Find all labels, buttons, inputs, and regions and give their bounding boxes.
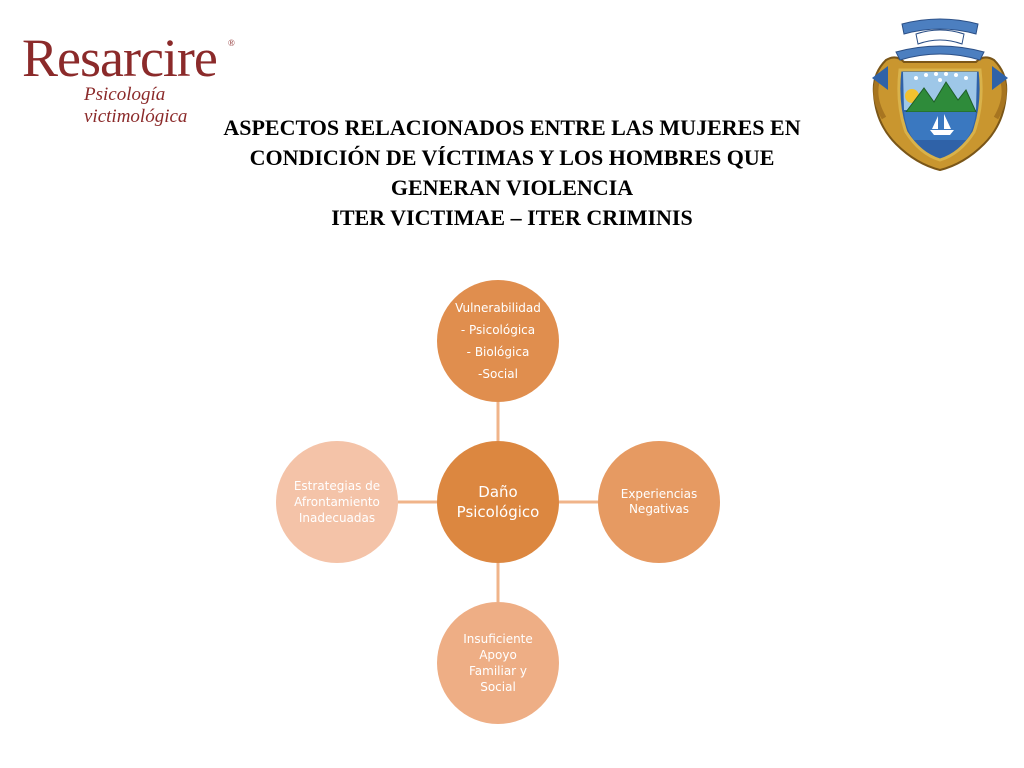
node-vulnerabilidad: Vulnerabilidad - Psicológica - Biológica… xyxy=(437,280,559,402)
node-top-line-3: - Biológica xyxy=(466,345,530,359)
node-bottom-line-3: Familiar y xyxy=(468,664,528,678)
node-top-line-4: -Social xyxy=(478,367,518,381)
node-estrategias-afrontamiento: Estrategias de Afrontamiento Inadecuadas xyxy=(276,441,398,563)
coat-of-arms-icon xyxy=(872,18,1008,172)
title-line-4: ITER VICTIMAE – ITER CRIMINIS xyxy=(331,205,693,230)
node-top-line-2: - Psicológica xyxy=(460,323,536,337)
title-line-2: CONDICIÓN DE VÍCTIMAS Y LOS HOMBRES QUE xyxy=(249,145,775,170)
node-insuficiente-apoyo: Insuficiente Apoyo Familiar y Social xyxy=(437,602,559,724)
logo-name: Resarcire xyxy=(22,28,218,88)
node-bottom-line-4: Social xyxy=(480,680,516,694)
logo-registered-mark: ® xyxy=(228,38,235,48)
node-left-line-1: Estrategias de xyxy=(293,479,381,493)
node-right-line-2: Negativas xyxy=(628,502,690,516)
node-dano-psicologico: Daño Psicológico xyxy=(437,441,559,563)
node-center-line-1: Daño xyxy=(478,483,518,501)
node-left-line-3: Inadecuadas xyxy=(298,511,376,525)
node-left-line-2: Afrontamiento xyxy=(294,495,380,509)
node-right-line-1: Experiencias xyxy=(620,487,698,501)
slide-title: ASPECTOS RELACIONADOS ENTRE LAS MUJERES … xyxy=(150,113,874,233)
node-top-line-1: Vulnerabilidad xyxy=(455,301,541,315)
node-center-line-2: Psicológico xyxy=(456,503,540,521)
title-line-3: GENERAN VIOLENCIA xyxy=(390,175,634,200)
resarcire-logo: Resarcire ® Psicología victimológica xyxy=(22,28,242,127)
node-experiencias-negativas: Experiencias Negativas xyxy=(598,441,720,563)
title-line-1: ASPECTOS RELACIONADOS ENTRE LAS MUJERES … xyxy=(223,115,801,140)
node-bottom-line-2: Apoyo xyxy=(479,648,517,662)
logo-tagline: Psicología victimológica xyxy=(84,84,188,127)
node-bottom-line-1: Insuficiente xyxy=(463,632,533,646)
